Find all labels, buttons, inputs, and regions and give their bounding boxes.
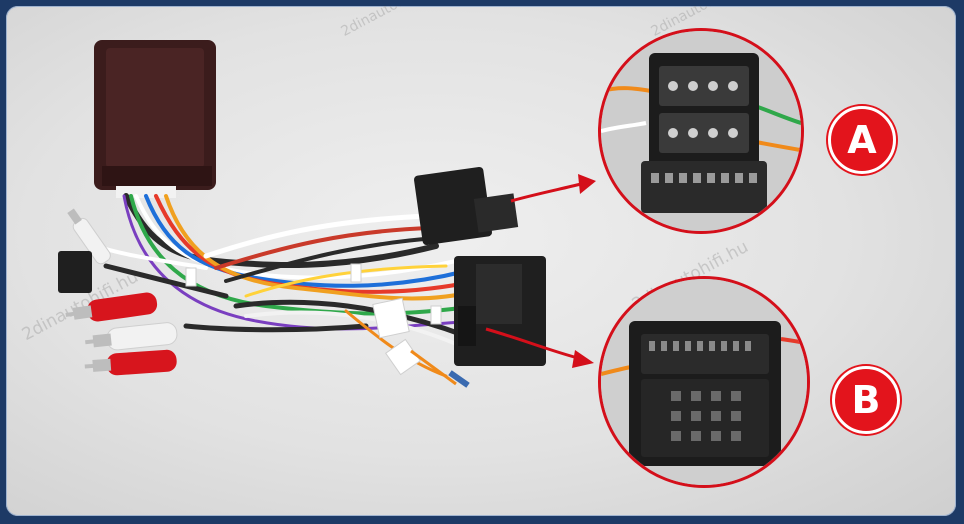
label-b-badge: B [832,366,900,434]
canbus-decoder-box [94,40,216,198]
connector-a [413,166,519,246]
connector-a-closeup [598,28,804,234]
connector-b [454,256,546,366]
arrow-b-icon [485,327,594,368]
arrow-a-icon [510,174,596,203]
small-connector [58,251,92,293]
connector-b-closeup [598,276,810,488]
wiring-harness-illustration [58,40,596,388]
label-a-badge: A [828,106,896,174]
rca-connectors [65,208,178,376]
product-photo: 2dinautohifi.hu 2dinautohifi.hu 2dinauto… [6,6,956,516]
